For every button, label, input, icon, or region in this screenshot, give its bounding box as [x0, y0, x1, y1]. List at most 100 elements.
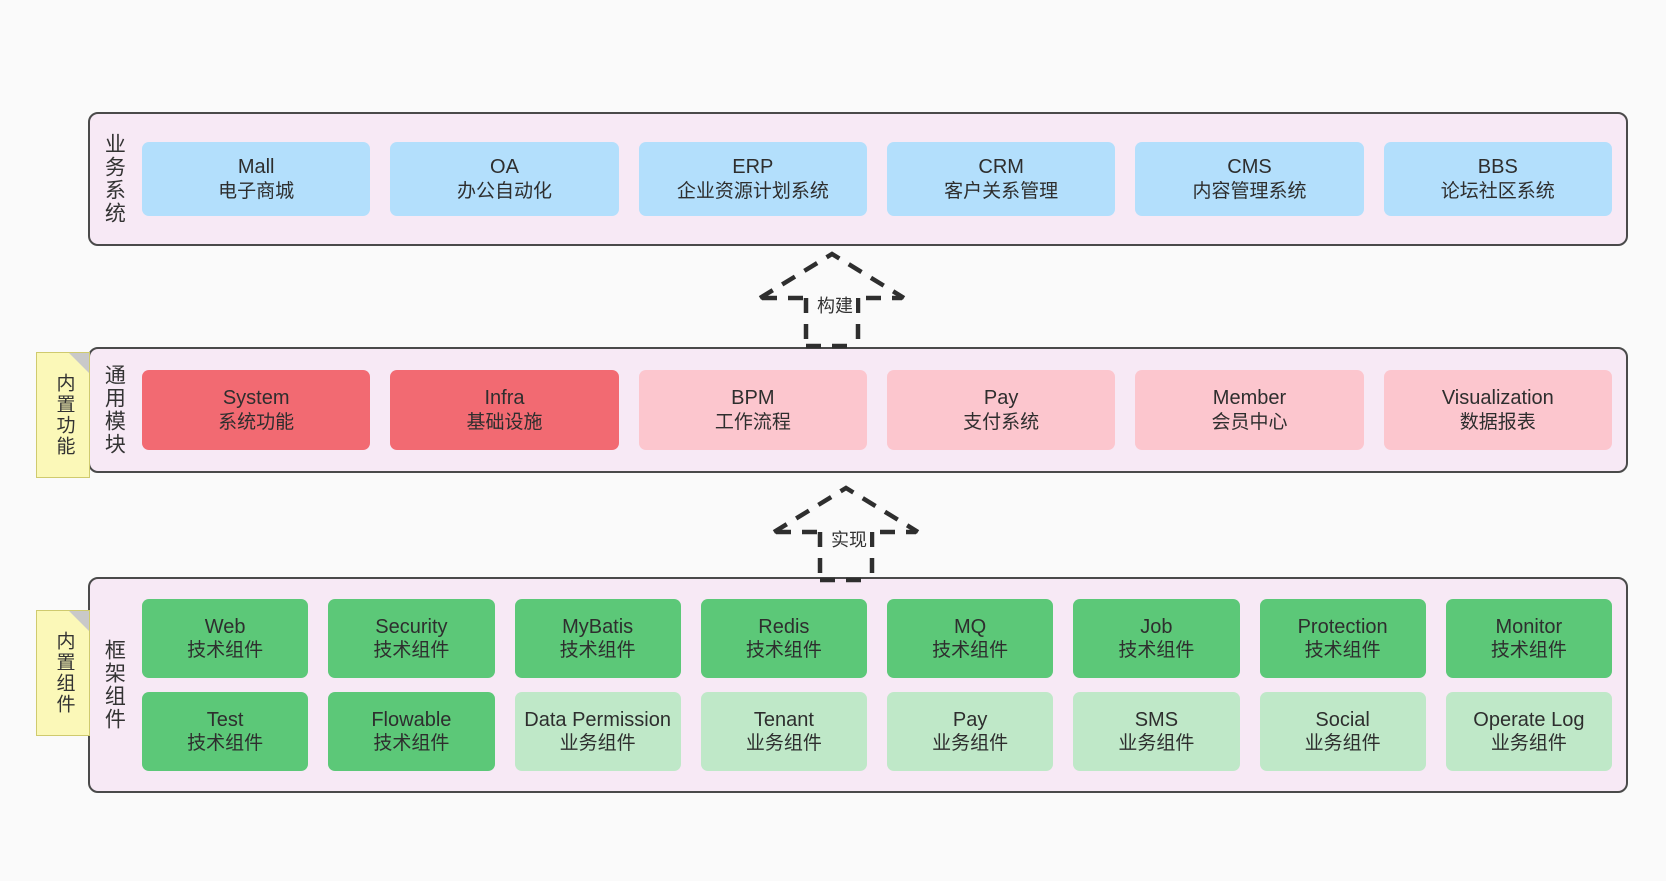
module-desc: 论坛社区系统 [1440, 180, 1555, 202]
module-name: ERP [732, 156, 774, 179]
note-builtin-components: 内置组件 [36, 610, 90, 736]
note-builtin-features: 内置功能 [36, 352, 90, 478]
module-card-data-permission[interactable]: Data Permission 业务组件 [514, 692, 681, 771]
module-card-cms[interactable]: CMS 内容管理系统 [1135, 142, 1364, 216]
module-desc: 业务组件 [1490, 733, 1567, 755]
module-desc: 业务组件 [559, 733, 636, 755]
layer-framework-components: 框架组件 Web 技术组件 Security 技术组件 MyBatis 技术组件… [88, 577, 1628, 793]
module-name: Tenant [753, 708, 814, 731]
layer-business-body: Mall 电子商城 OA 办公自动化 ERP 企业资源计划系统 CRM 客户关系… [136, 114, 1626, 244]
module-desc: 技术组件 [187, 640, 264, 662]
module-desc: 内容管理系统 [1192, 180, 1307, 202]
module-desc: 数据报表 [1459, 411, 1536, 433]
module-name: Job [1140, 615, 1173, 638]
module-card-bpm[interactable]: BPM 工作流程 [638, 370, 867, 450]
module-desc: 企业资源计划系统 [676, 180, 829, 202]
module-name: Flowable [371, 708, 452, 731]
module-name: Mall [237, 156, 275, 179]
module-card-system[interactable]: System 系统功能 [142, 370, 371, 450]
generalization-triangle-icon [758, 251, 906, 300]
module-desc: 系统功能 [218, 411, 295, 433]
module-desc: 技术组件 [187, 733, 264, 755]
module-card-security[interactable]: Security 技术组件 [328, 599, 495, 678]
note-fold-corner-icon [69, 353, 89, 373]
module-card-protection[interactable]: Protection 技术组件 [1259, 599, 1426, 678]
module-name: CMS [1227, 156, 1272, 179]
module-desc: 技术组件 [1304, 640, 1381, 662]
module-name: Social [1315, 708, 1370, 731]
module-card-pay[interactable]: Pay 支付系统 [886, 370, 1116, 450]
framework-row-technical: Web 技术组件 Security 技术组件 MyBatis 技术组件 Redi… [142, 599, 1612, 678]
module-desc: 业务组件 [1118, 733, 1195, 755]
module-card-bbs[interactable]: BBS 论坛社区系统 [1383, 142, 1612, 216]
framework-row-business: Test 技术组件 Flowable 技术组件 Data Permission … [142, 692, 1612, 771]
module-card-test[interactable]: Test 技术组件 [142, 692, 309, 771]
layer-common-modules: 通用模块 System 系统功能 Infra 基础设施 BPM 工作流程 Pay… [88, 347, 1628, 473]
module-name: Web [204, 615, 246, 638]
module-name: Redis [758, 615, 810, 638]
business-row: Mall 电子商城 OA 办公自动化 ERP 企业资源计划系统 CRM 客户关系… [142, 142, 1612, 216]
generalization-triangle-icon [772, 485, 920, 534]
module-card-infra[interactable]: Infra 基础设施 [390, 370, 619, 450]
module-desc: 会员中心 [1211, 411, 1288, 433]
note-fold-corner-icon [69, 611, 89, 631]
module-desc: 基础设施 [466, 411, 543, 433]
module-desc: 工作流程 [714, 411, 791, 433]
module-desc: 技术组件 [559, 640, 636, 662]
module-desc: 业务组件 [1304, 733, 1381, 755]
module-desc: 电子商城 [218, 180, 295, 202]
module-card-sms[interactable]: SMS 业务组件 [1073, 692, 1240, 771]
module-name: MQ [954, 615, 987, 638]
module-card-tenant[interactable]: Tenant 业务组件 [700, 692, 867, 771]
module-name: MyBatis [562, 615, 634, 638]
module-card-monitor[interactable]: Monitor 技术组件 [1445, 599, 1612, 678]
layer-common-title: 通用模块 [102, 364, 126, 456]
module-card-mall[interactable]: Mall 电子商城 [142, 142, 371, 216]
common-row: System 系统功能 Infra 基础设施 BPM 工作流程 Pay 支付系统… [142, 370, 1612, 450]
layer-framework-body: Web 技术组件 Security 技术组件 MyBatis 技术组件 Redi… [136, 579, 1626, 791]
module-desc: 业务组件 [932, 733, 1009, 755]
module-card-operate-log[interactable]: Operate Log 业务组件 [1445, 692, 1612, 771]
module-name: Test [206, 708, 244, 731]
module-name: Member [1212, 387, 1287, 410]
module-name: Visualization [1441, 387, 1554, 410]
module-card-crm[interactable]: CRM 客户关系管理 [886, 142, 1116, 216]
module-desc: 技术组件 [373, 733, 450, 755]
module-desc: 技术组件 [745, 640, 822, 662]
module-desc: 技术组件 [373, 640, 450, 662]
module-card-redis[interactable]: Redis 技术组件 [700, 599, 867, 678]
module-name: SMS [1134, 708, 1179, 731]
module-card-mq[interactable]: MQ 技术组件 [887, 599, 1054, 678]
module-card-flowable[interactable]: Flowable 技术组件 [328, 692, 495, 771]
module-name: Protection [1297, 615, 1388, 638]
module-card-member[interactable]: Member 会员中心 [1135, 370, 1364, 450]
module-desc: 客户关系管理 [944, 180, 1059, 202]
module-card-job[interactable]: Job 技术组件 [1073, 599, 1240, 678]
module-desc: 办公自动化 [456, 180, 552, 202]
module-name: BPM [731, 387, 775, 410]
module-desc: 技术组件 [1490, 640, 1567, 662]
module-card-mybatis[interactable]: MyBatis 技术组件 [514, 599, 681, 678]
module-card-visualization[interactable]: Visualization 数据报表 [1383, 370, 1612, 450]
module-card-web[interactable]: Web 技术组件 [142, 599, 309, 678]
module-card-oa[interactable]: OA 办公自动化 [390, 142, 619, 216]
connector-implement: 实现 [766, 485, 926, 583]
note-label: 内置功能 [53, 373, 75, 457]
connector-build: 构建 [752, 251, 912, 349]
connector-implement-label: 实现 [828, 526, 870, 552]
module-card-pay-component[interactable]: Pay 业务组件 [887, 692, 1054, 771]
module-desc: 支付系统 [963, 411, 1040, 433]
module-card-social[interactable]: Social 业务组件 [1259, 692, 1426, 771]
layer-business-systems: 业务系统 Mall 电子商城 OA 办公自动化 ERP 企业资源计划系统 CRM… [88, 112, 1628, 246]
module-name: BBS [1477, 156, 1518, 179]
connector-build-label: 构建 [814, 292, 856, 318]
module-name: CRM [978, 156, 1024, 179]
module-name: Pay [952, 708, 988, 731]
module-desc: 技术组件 [1118, 640, 1195, 662]
module-card-erp[interactable]: ERP 企业资源计划系统 [638, 142, 867, 216]
module-desc: 业务组件 [745, 733, 822, 755]
layer-common-body: System 系统功能 Infra 基础设施 BPM 工作流程 Pay 支付系统… [136, 349, 1626, 471]
module-name: Data Permission [524, 708, 671, 731]
module-name: Monitor [1495, 615, 1563, 638]
module-name: OA [490, 156, 519, 179]
